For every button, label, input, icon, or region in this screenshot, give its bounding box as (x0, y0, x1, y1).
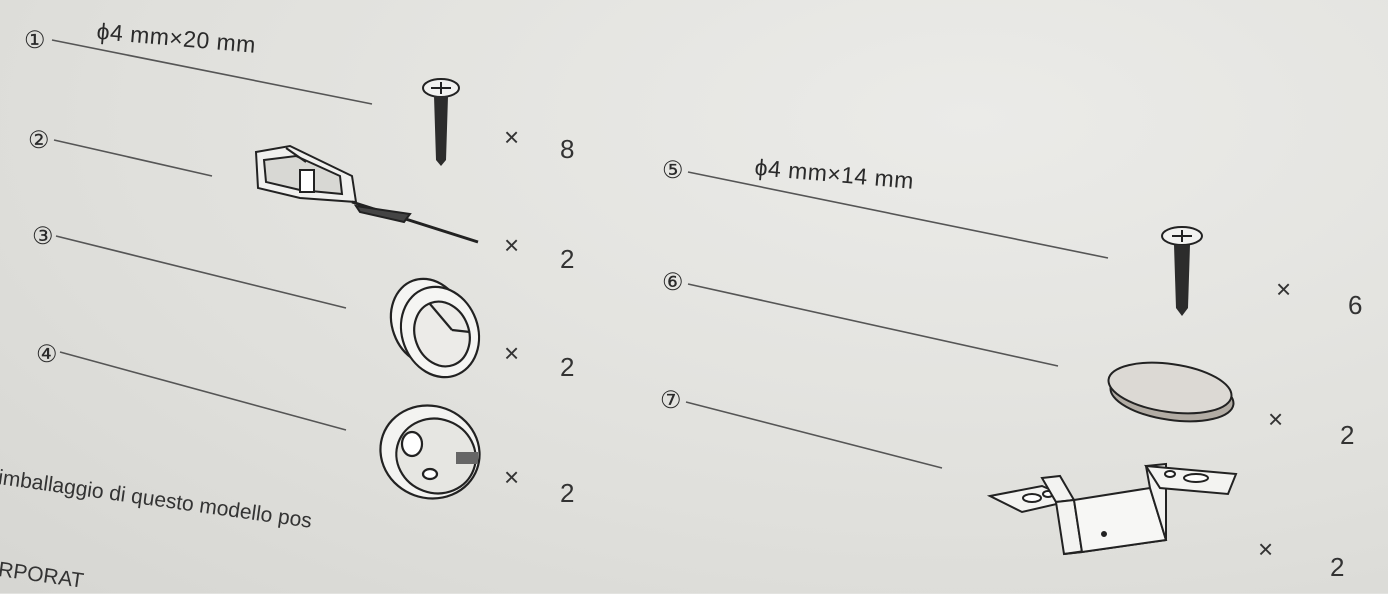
part-number-3: ③ (32, 222, 54, 251)
part-number-2: ② (28, 126, 50, 155)
leader-line-6 (688, 284, 1058, 366)
round-pad-icon (1105, 356, 1236, 429)
part-qty-2: 2 (560, 244, 574, 275)
cam-lock-icon (367, 392, 492, 513)
leader-line-4 (60, 352, 346, 430)
times-sign-3: × (504, 338, 519, 369)
part-number-6: ⑥ (662, 268, 684, 297)
part-qty-5: 6 (1348, 290, 1362, 321)
times-sign-5: × (1276, 274, 1291, 305)
part-qty-6: 2 (1340, 420, 1354, 451)
part-qty-1: 8 (560, 134, 574, 165)
leader-line-7 (686, 402, 942, 468)
part-qty-4: 2 (560, 478, 574, 509)
short-screw-icon (1162, 227, 1202, 316)
times-sign-2: × (504, 230, 519, 261)
part-number-5: ⑤ (662, 156, 684, 185)
times-sign-7: × (1258, 534, 1273, 565)
leader-line-3 (56, 236, 346, 308)
long-screw-icon (423, 79, 459, 166)
part-qty-7: 2 (1330, 552, 1344, 583)
times-sign-6: × (1268, 404, 1283, 435)
part-number-4: ④ (36, 340, 58, 369)
times-sign-1: × (504, 122, 519, 153)
part-number-7: ⑦ (660, 386, 682, 415)
cable-grommet-icon (379, 268, 491, 388)
u-bracket-icon (990, 464, 1236, 554)
leader-line-2 (54, 140, 212, 176)
part-qty-3: 2 (560, 352, 574, 383)
times-sign-4: × (504, 462, 519, 493)
part-number-1: ① (24, 26, 46, 55)
